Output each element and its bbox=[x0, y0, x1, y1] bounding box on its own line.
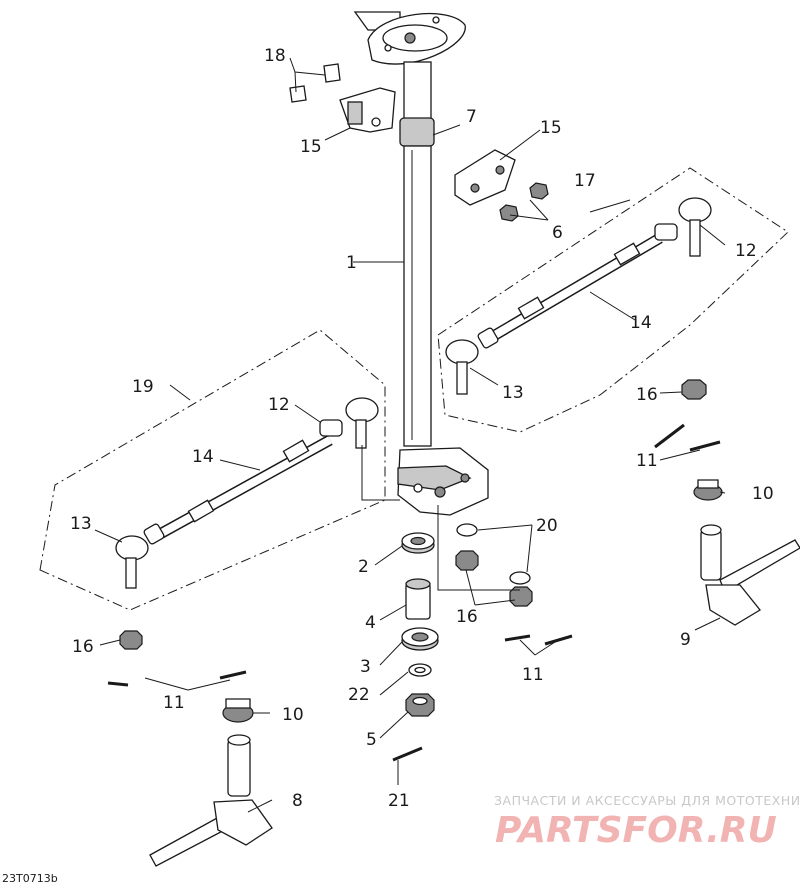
callout-labels: 1 2 3 4 5 6 7 8 9 10 10 11 11 11 12 12 1… bbox=[70, 46, 774, 811]
callout-11-right: 11 bbox=[636, 451, 658, 471]
nut-part-16-right bbox=[681, 379, 707, 400]
bushing-part-18 bbox=[289, 63, 341, 103]
nut-part-5 bbox=[405, 693, 435, 717]
callout-11-left: 11 bbox=[163, 693, 185, 713]
callout-12-left: 12 bbox=[268, 395, 290, 415]
ball-joint-part-12-left bbox=[319, 397, 379, 449]
watermark-logo: PARTSFOR.RU bbox=[495, 810, 777, 851]
tie-rod-right bbox=[487, 233, 663, 343]
castle-nut-part-10-left bbox=[222, 698, 254, 723]
callout-9: 9 bbox=[680, 630, 691, 650]
ball-joint-part-12-right bbox=[654, 197, 712, 257]
ball-joint-part-13-right bbox=[445, 327, 499, 395]
callout-22: 22 bbox=[348, 685, 370, 705]
bushing-part-2 bbox=[401, 532, 435, 554]
sleeve-part-4 bbox=[405, 578, 431, 620]
callout-17: 17 bbox=[574, 171, 596, 191]
callout-16-center: 16 bbox=[456, 607, 478, 627]
callout-2: 2 bbox=[358, 557, 369, 577]
callout-20: 20 bbox=[536, 516, 558, 536]
callout-18: 18 bbox=[264, 46, 286, 66]
ball-joint-part-13-left bbox=[115, 523, 165, 589]
callout-3: 3 bbox=[360, 657, 371, 677]
handlebar-plate bbox=[353, 11, 466, 65]
steering-column bbox=[399, 61, 435, 447]
callout-4: 4 bbox=[365, 613, 376, 633]
callout-12-right: 12 bbox=[735, 241, 757, 261]
callout-11-center: 11 bbox=[522, 665, 544, 685]
washer-part-20 bbox=[456, 523, 531, 585]
spindle-part-8 bbox=[149, 734, 273, 867]
spindle-part-9 bbox=[700, 524, 800, 626]
castle-nut-part-10-right bbox=[693, 479, 723, 501]
washer-part-22 bbox=[408, 663, 432, 677]
nut-part-6 bbox=[499, 182, 549, 222]
callout-14-left: 14 bbox=[192, 447, 214, 467]
callout-15-right: 15 bbox=[540, 118, 562, 138]
callout-1: 1 bbox=[346, 253, 357, 273]
callout-21: 21 bbox=[388, 791, 410, 811]
callout-5: 5 bbox=[366, 730, 377, 750]
assembly-outline-right bbox=[437, 167, 789, 433]
callout-8: 8 bbox=[292, 791, 303, 811]
nut-part-16-center bbox=[455, 550, 533, 607]
assembly-outline-left bbox=[39, 329, 386, 611]
watermark-tagline: ЗАПЧАСТИ И АКСЕССУАРЫ ДЛЯ МОТОТЕХНИКИ bbox=[494, 793, 800, 808]
bracket-part-15-upper bbox=[339, 87, 396, 133]
cotter-pin-part-21 bbox=[392, 746, 423, 762]
callout-15-upper: 15 bbox=[300, 137, 322, 157]
bushing-part-3 bbox=[401, 627, 439, 651]
callout-7: 7 bbox=[466, 107, 477, 127]
callout-13-left: 13 bbox=[70, 514, 92, 534]
callout-16-left: 16 bbox=[72, 637, 94, 657]
column-base-bracket bbox=[397, 447, 489, 516]
callout-16-right: 16 bbox=[636, 385, 658, 405]
callout-10-left: 10 bbox=[282, 705, 304, 725]
callout-10-right: 10 bbox=[752, 484, 774, 504]
bracket-part-15-right bbox=[454, 149, 516, 206]
callout-6: 6 bbox=[552, 223, 563, 243]
leader-lines bbox=[94, 57, 726, 813]
callout-14-right: 14 bbox=[630, 313, 652, 333]
tie-rod-left bbox=[157, 435, 333, 539]
nut-part-16-left bbox=[119, 630, 143, 650]
cotter-pin-part-11 bbox=[107, 423, 721, 687]
callout-13-right: 13 bbox=[502, 383, 524, 403]
drawing-number: 23T0713b bbox=[2, 872, 58, 885]
callout-19: 19 bbox=[132, 377, 154, 397]
